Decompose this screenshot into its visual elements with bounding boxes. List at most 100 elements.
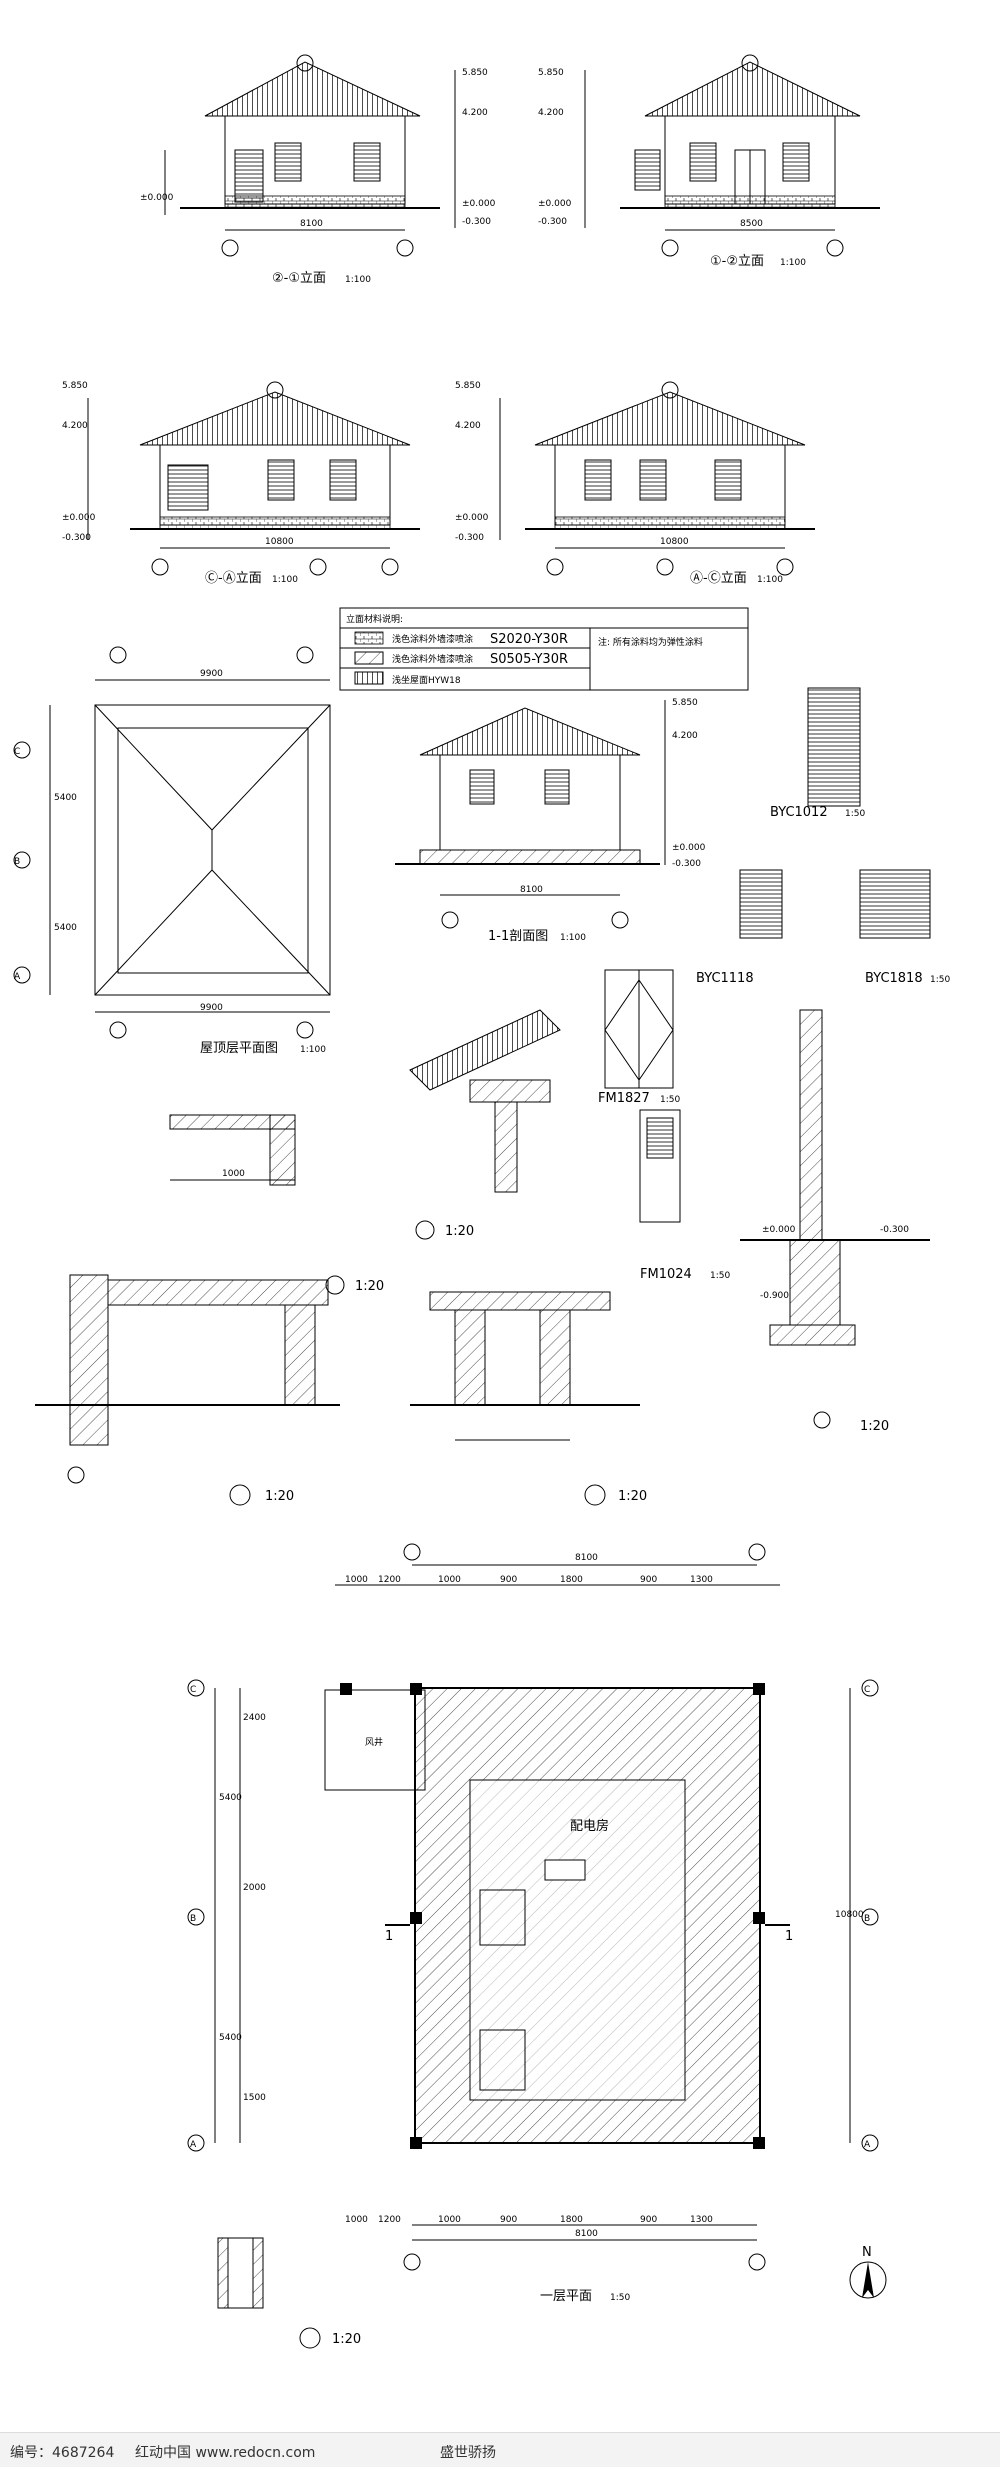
svg-text:4.200: 4.200 — [672, 731, 698, 741]
svg-text:1:50: 1:50 — [710, 1271, 730, 1281]
image-id: 编号：4687264 — [10, 2445, 115, 2461]
svg-text:4.200: 4.200 — [462, 108, 488, 118]
svg-text:1000: 1000 — [345, 2215, 368, 2225]
svg-text:±0.000: ±0.000 — [762, 1225, 796, 1235]
section-1-1: 8100 1-1剖面图 1:100 5.850 4.200 ±0.000 -0.… — [395, 698, 706, 944]
svg-text:4.200: 4.200 — [538, 108, 564, 118]
svg-text:1:100: 1:100 — [780, 258, 806, 268]
svg-text:1500: 1500 — [243, 2093, 266, 2103]
svg-text:1:50: 1:50 — [610, 2293, 630, 2303]
site-name: 红动中国 www.redocn.com — [135, 2445, 316, 2461]
svg-text:风井: 风井 — [365, 1736, 383, 1748]
svg-text:浅色涂料外墙漆喷涂: 浅色涂料外墙漆喷涂 — [392, 653, 473, 665]
svg-text:浅坐屋面HYW18: 浅坐屋面HYW18 — [392, 674, 461, 686]
svg-text:C: C — [14, 747, 20, 757]
svg-text:9900: 9900 — [200, 669, 223, 679]
svg-text:1000: 1000 — [438, 2215, 461, 2225]
svg-text:1000: 1000 — [438, 1575, 461, 1585]
svg-text:5400: 5400 — [54, 793, 77, 803]
svg-text:BYC1818: BYC1818 — [865, 971, 923, 986]
svg-text:1300: 1300 — [690, 1575, 713, 1585]
svg-text:S2020-Y30R: S2020-Y30R — [490, 632, 568, 647]
svg-text:1:50: 1:50 — [930, 975, 950, 985]
svg-text:5400: 5400 — [54, 923, 77, 933]
svg-text:8100: 8100 — [520, 885, 543, 895]
svg-text:900: 900 — [640, 2215, 657, 2225]
svg-text:900: 900 — [500, 2215, 517, 2225]
svg-text:9900: 9900 — [200, 1003, 223, 1013]
svg-text:1:100: 1:100 — [560, 933, 586, 943]
svg-text:1: 1 — [385, 1929, 393, 1944]
svg-text:-0.300: -0.300 — [880, 1225, 909, 1235]
detail-2-trench: 1:20 — [410, 1291, 647, 1506]
svg-text:1:100: 1:100 — [272, 575, 298, 585]
svg-text:900: 900 — [640, 1575, 657, 1585]
svg-text:FM1024: FM1024 — [640, 1267, 692, 1282]
svg-text:4.200: 4.200 — [62, 421, 88, 431]
svg-text:注: 所有涂料均为弹性涂料: 注: 所有涂料均为弹性涂料 — [598, 636, 703, 648]
svg-text:B: B — [864, 1914, 870, 1924]
svg-text:Ⓒ-Ⓐ立面: Ⓒ-Ⓐ立面 — [205, 571, 262, 586]
svg-text:C: C — [190, 1685, 196, 1695]
svg-text:-0.300: -0.300 — [462, 217, 491, 227]
svg-text:5.850: 5.850 — [62, 381, 88, 391]
svg-text:A: A — [14, 972, 21, 982]
svg-text:8100: 8100 — [575, 2229, 598, 2239]
svg-text:±0.000: ±0.000 — [140, 193, 174, 203]
roof-plan: C B A 9900 9900 5400 5400 屋顶层平面图 1:100 — [13, 646, 331, 1056]
svg-text:5400: 5400 — [219, 1793, 242, 1803]
elevation-2-1: 8100 ②-①立面 1:100 ±0.000 5.850 4.200 ±0.0… — [140, 54, 496, 286]
svg-text:1:20: 1:20 — [265, 1489, 294, 1504]
svg-text:8100: 8100 — [575, 1553, 598, 1563]
svg-text:±0.000: ±0.000 — [62, 513, 96, 523]
watermark-footer: 编号：4687264 红动中国 www.redocn.com 盛世骄扬 — [0, 2432, 1000, 2467]
svg-text:BYC1118: BYC1118 — [696, 971, 754, 986]
svg-text:5.850: 5.850 — [672, 698, 698, 708]
svg-text:2000: 2000 — [243, 1883, 266, 1893]
svg-text:1:100: 1:100 — [345, 275, 371, 285]
window-door-details: BYC1012 1:50 BYC1118 BYC1818 1:50 FM1827… — [598, 687, 950, 1282]
svg-text:1300: 1300 — [690, 2215, 713, 2225]
svg-text:②-①立面: ②-①立面 — [272, 271, 326, 286]
svg-text:1200: 1200 — [378, 2215, 401, 2225]
svg-text:B: B — [190, 1914, 196, 1924]
svg-text:5.850: 5.850 — [538, 68, 564, 78]
svg-text:-0.300: -0.300 — [62, 533, 91, 543]
svg-text:屋顶层平面图: 屋顶层平面图 — [200, 1041, 278, 1056]
svg-text:N: N — [862, 2245, 872, 2260]
svg-text:8500: 8500 — [740, 219, 763, 229]
svg-text:10800: 10800 — [660, 537, 689, 547]
svg-text:1000: 1000 — [345, 1575, 368, 1585]
svg-text:1:100: 1:100 — [757, 575, 783, 585]
svg-text:配电房: 配电房 — [570, 1818, 609, 1834]
svg-text:-0.300: -0.300 — [672, 859, 701, 869]
detail-3-wall-section: 1:20 -0.900 -0.300 ±0.000 — [740, 1009, 930, 1434]
svg-text:-0.300: -0.300 — [455, 533, 484, 543]
svg-text:10800: 10800 — [265, 537, 294, 547]
svg-text:1200: 1200 — [378, 1575, 401, 1585]
north-arrow: N — [849, 2245, 887, 2299]
svg-text:1:20: 1:20 — [355, 1279, 384, 1294]
svg-text:-0.900: -0.900 — [760, 1291, 789, 1301]
svg-text:FM1827: FM1827 — [598, 1091, 650, 1106]
svg-text:5400: 5400 — [219, 2033, 242, 2043]
svg-text:1000: 1000 — [222, 1169, 245, 1179]
elevation-a-c: 10800 Ⓐ-Ⓒ立面 1:100 5.850 4.200 ±0.000 -0.… — [455, 381, 815, 586]
svg-text:立面材料说明:: 立面材料说明: — [346, 613, 403, 625]
svg-text:1: 1 — [785, 1929, 793, 1944]
svg-text:1800: 1800 — [560, 1575, 583, 1585]
svg-text:10800: 10800 — [835, 1910, 864, 1920]
svg-text:2400: 2400 — [243, 1713, 266, 1723]
svg-text:BYC1012: BYC1012 — [770, 805, 828, 820]
svg-text:5.850: 5.850 — [455, 381, 481, 391]
svg-text:1800: 1800 — [560, 2215, 583, 2225]
author-name: 盛世骄扬 — [440, 2445, 496, 2461]
svg-text:1:20: 1:20 — [445, 1224, 474, 1239]
ground-floor-plan: 8100 1000 1200 1000 900 1800 900 1300 C … — [187, 1543, 879, 2304]
material-legend: 立面材料说明: 浅色涂料外墙漆喷涂 S2020-Y30R 浅色涂料外墙漆喷涂 S… — [339, 607, 749, 691]
svg-text:1:50: 1:50 — [845, 809, 865, 819]
svg-text:A: A — [864, 2140, 871, 2150]
svg-text:1:100: 1:100 — [300, 1045, 326, 1055]
svg-text:C: C — [864, 1685, 870, 1695]
svg-text:A: A — [190, 2140, 197, 2150]
